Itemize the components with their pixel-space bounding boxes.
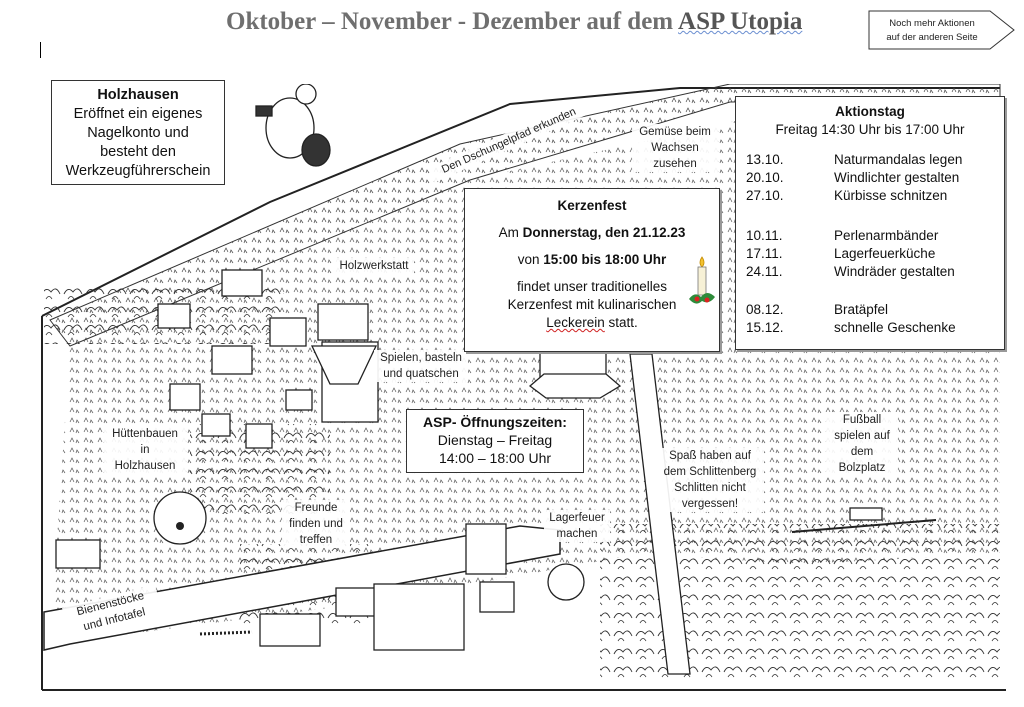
text-cursor (40, 42, 41, 58)
arrow-shape (868, 10, 1015, 50)
holzhausen-line: besteht den (100, 144, 176, 160)
event-row: 10.11.Perlenarmbänder (746, 228, 939, 243)
holzhausen-title: Holzhausen (97, 87, 179, 103)
holzhausen-line: Nagelkonto und (87, 125, 189, 141)
label-schlittenberg: Spaß haben auf dem Schlittenberg Schlitt… (656, 448, 764, 512)
kerzenfest-text: findet unser traditionelles Kerzenfest m… (507, 279, 677, 330)
event-row: 17.11.Lagerfeuerküche (746, 246, 936, 261)
kerzenfest-date: Am Donnerstag, den 21.12.23 (498, 225, 686, 240)
event-row: 08.12.Bratäpfel (746, 302, 889, 317)
kerzenfest-time: von 15:00 bis 18:00 Uhr (517, 252, 667, 267)
aktionstag-subtitle: Freitag 14:30 Uhr bis 17:00 Uhr (775, 122, 965, 137)
note-line-1: Noch mehr Aktionen (889, 18, 975, 29)
candle-icon (689, 256, 715, 304)
opening-hours-box: ASP- Öffnungszeiten: Dienstag – Freitag … (406, 409, 584, 473)
event-row: 15.12.schnelle Geschenke (746, 320, 956, 335)
label-fussball: Fußball spielen auf dem Bolzplatz (826, 412, 898, 476)
kerzenfest-box: Kerzenfest Am Donnerstag, den 21.12.23 v… (464, 188, 720, 352)
label-spielen: Spielen, basteln und quatschen (374, 350, 468, 382)
label-lagerfeuer: Lagerfeuer machen (544, 510, 610, 542)
label-freunde: Freunde finden und treffen (282, 500, 350, 548)
label-huettenbauen: Hüttenbauen in Holzhausen (104, 426, 186, 474)
opening-days: Dienstag – Freitag (437, 432, 553, 448)
event-row: 13.10.Naturmandalas legen (746, 152, 963, 167)
holzhausen-box: Holzhausen Eröffnet ein eigenes Nagelkon… (51, 80, 225, 185)
note-line-2: auf der anderen Seite (886, 32, 978, 43)
holzhausen-line: Werkzeugführerschein (65, 163, 211, 179)
page-title: Oktober – November - Dezember auf dem AS… (226, 8, 803, 35)
opening-hours-title: ASP- Öffnungszeiten: (423, 414, 567, 430)
event-row: 24.11.Windräder gestalten (746, 264, 955, 279)
aktionstag-box: Aktionstag Freitag 14:30 Uhr bis 17:00 U… (735, 96, 1005, 350)
label-gemuese: Gemüse beim Wachsen zusehen (632, 124, 718, 172)
event-row: 20.10.Windlichter gestalten (746, 170, 960, 185)
holzhausen-line: Eröffnet ein eigenes (73, 106, 203, 122)
aktionstag-title: Aktionstag (835, 104, 905, 119)
event-row: 27.10.Kürbisse schnitzen (746, 188, 948, 203)
opening-hours: 14:00 – 18:00 Uhr (438, 450, 552, 466)
kerzenfest-title: Kerzenfest (557, 198, 627, 213)
more-actions-note: Noch mehr Aktionen auf der anderen Seite (868, 10, 1016, 50)
label-holzwerkstatt: Holzwerkstatt (334, 258, 414, 274)
